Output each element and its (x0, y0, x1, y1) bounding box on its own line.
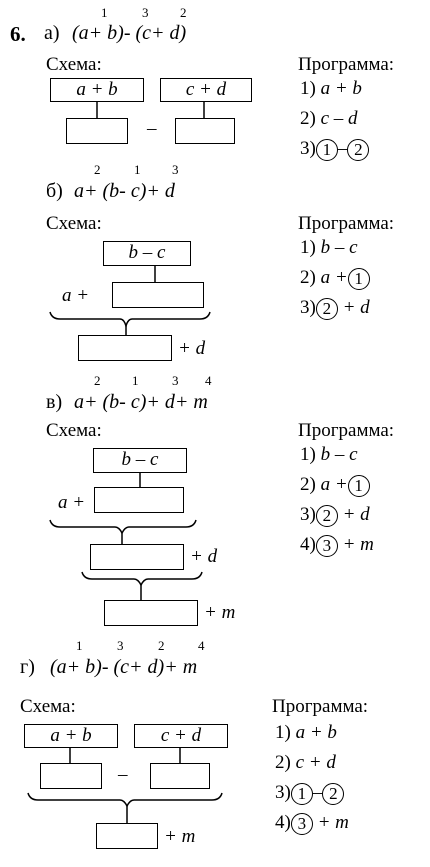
scheme-minus: – (147, 118, 157, 139)
expr-a-term2: + b) (88, 22, 124, 44)
scheme-side-label: + m (164, 826, 196, 847)
order-number: 1 (132, 373, 139, 388)
order-number: 1 (134, 162, 141, 177)
scheme-side-label: a + (62, 285, 90, 306)
order-number: 1 (101, 5, 108, 20)
scheme-label: Схема: (20, 696, 76, 717)
scheme-side-label: + m (204, 602, 236, 623)
scheme-box: b – c (103, 241, 191, 266)
part-b-letter: б) (46, 180, 63, 202)
program-step: 3)2 + d (300, 504, 370, 527)
scheme-box-empty (112, 282, 204, 308)
program-step: 1) b – c (300, 444, 358, 465)
program-step: 2) c – d (300, 108, 358, 129)
order-number: 2 (94, 373, 101, 388)
step-ref-circle: 1 (315, 138, 338, 161)
program-step: 3)1–2 (300, 134, 370, 164)
scheme-box-empty (66, 118, 128, 144)
step-ref-circle: 2 (315, 504, 338, 527)
program-step: 3)1–2 (275, 778, 349, 808)
scheme-label: Схема: (46, 54, 102, 75)
part-g-expression: (a+ b)- (c+ d)+ m (50, 656, 198, 678)
order-number: 3 (142, 5, 149, 20)
scheme-side-label: + d (178, 338, 206, 359)
part-a-expression: (a+ b)- (c+ d) (72, 22, 186, 45)
program-step: 4)3 + m (275, 812, 349, 835)
task-number: 6. (10, 22, 26, 46)
program-step: 2) a +1 (300, 470, 374, 500)
scheme-box-empty (150, 763, 210, 789)
program-steps: 1) a + b 2) c + d 3)1–2 4)3 + m (275, 718, 349, 838)
expr-a-term3: (c (130, 22, 152, 44)
program-label: Программа: (272, 696, 369, 717)
step-ref-circle: 1 (290, 782, 313, 805)
scheme-box: a + b (50, 78, 144, 102)
expr-a-term1: (a (72, 22, 89, 44)
order-number: 2 (94, 162, 101, 177)
part-v-expression: a+ (b- c)+ d+ m (74, 391, 208, 413)
scheme-box-empty (104, 600, 198, 626)
order-number: 4 (198, 638, 205, 653)
scheme-box: a + b (24, 724, 118, 748)
program-label: Программа: (298, 213, 395, 234)
order-number: 1 (76, 638, 83, 653)
order-number: 3 (172, 162, 179, 177)
part-g-letter: г) (20, 656, 35, 678)
scheme-label: Схема: (46, 213, 102, 234)
program-step: 1) b – c (300, 237, 358, 258)
scheme-label: Схема: (46, 420, 102, 441)
scheme-minus: – (118, 764, 128, 785)
part-b-expression: a+ (b- c)+ d (74, 180, 175, 202)
step-ref-circle: 1 (347, 474, 370, 497)
scheme-box-empty (175, 118, 235, 144)
scheme-box: b – c (93, 448, 187, 473)
scheme-side-label: a + (58, 492, 86, 513)
part-a-letter: а) (44, 22, 60, 44)
step-ref-circle: 1 (347, 267, 370, 290)
step-ref-circle: 2 (322, 782, 345, 805)
program-step: 1) a + b (275, 722, 337, 743)
program-step: 3)2 + d (300, 297, 370, 320)
step-ref-circle: 3 (315, 534, 338, 557)
program-label: Программа: (298, 420, 395, 441)
order-number: 2 (180, 5, 187, 20)
program-steps: 1) b – c 2) a +1 3)2 + d (300, 233, 370, 323)
program-step: 4)3 + m (300, 534, 374, 557)
expr-a-term4: + d) (151, 22, 187, 44)
step-ref-circle: 2 (315, 297, 338, 320)
scheme-side-label: + d (190, 546, 218, 567)
step-ref-circle: 3 (290, 812, 313, 835)
scheme-box: c + d (134, 724, 228, 748)
order-number: 2 (158, 638, 165, 653)
order-number: 3 (117, 638, 124, 653)
program-label: Программа: (298, 54, 395, 75)
program-steps: 1) b – c 2) a +1 3)2 + d 4)3 + m (300, 440, 374, 560)
expr-a-minus: - (123, 22, 131, 44)
program-step: 2) c + d (275, 752, 336, 773)
order-number: 4 (205, 373, 212, 388)
scheme-box-empty (40, 763, 102, 789)
part-v-letter: в) (46, 391, 63, 413)
program-step: 1) a + b (300, 78, 362, 99)
scheme-box: c + d (160, 78, 252, 102)
order-number: 3 (172, 373, 179, 388)
scheme-box-empty (96, 823, 158, 849)
scheme-box-empty (90, 544, 184, 570)
program-steps: 1) a + b 2) c – d 3)1–2 (300, 74, 370, 164)
step-ref-circle: 2 (347, 138, 370, 161)
scheme-box-empty (78, 335, 172, 361)
program-step: 2) a +1 (300, 263, 370, 293)
scheme-box-empty (94, 487, 184, 513)
